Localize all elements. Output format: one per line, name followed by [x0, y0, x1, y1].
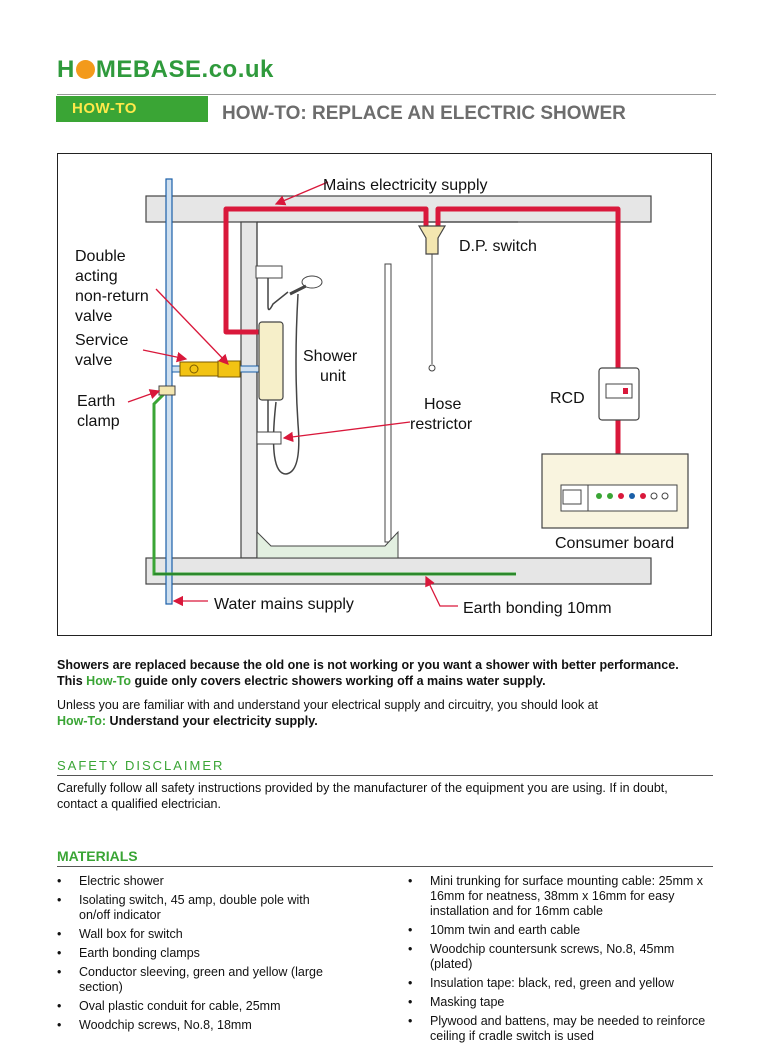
- header-divider: [57, 94, 716, 95]
- intro-line-1: Showers are replaced because the old one…: [57, 658, 679, 672]
- label-double-1: Double: [75, 248, 126, 265]
- label-earth-1: Earth: [77, 393, 115, 410]
- intro-line-2-end: .: [542, 674, 546, 688]
- label-service-2: valve: [75, 352, 112, 369]
- label-hose-2: restrictor: [410, 416, 473, 433]
- label-earth-2: clamp: [77, 413, 120, 430]
- intro-line-2-post: guide only covers electric showers worki…: [131, 674, 543, 688]
- shower-unit: [258, 321, 284, 401]
- label-water-mains: Water mains supply: [214, 596, 354, 613]
- list-item: Plywood and battens, may be needed to re…: [408, 1014, 712, 1044]
- list-item: Insulation tape: black, red, green and y…: [408, 976, 712, 991]
- partition-wall: [240, 221, 258, 559]
- list-item: Earth bonding clamps: [57, 946, 337, 961]
- label-shower-2: unit: [320, 368, 346, 385]
- understand-electricity-text[interactable]: Understand your electricity supply.: [106, 714, 318, 728]
- label-consumer-board: Consumer board: [555, 535, 674, 552]
- howto-link[interactable]: How-To: [86, 674, 132, 688]
- shower-hose: [272, 293, 300, 475]
- shower-tray: [256, 530, 399, 559]
- list-item: Oval plastic conduit for cable, 25mm: [57, 999, 337, 1014]
- intro-line-2-pre: This: [57, 674, 87, 688]
- shower-wiring-diagram: Mains electricity supply D.P. switch Dou…: [57, 153, 712, 636]
- non-return-valve: [217, 360, 241, 378]
- label-dp-switch: D.P. switch: [459, 238, 537, 255]
- floor: [145, 557, 652, 585]
- homebase-logo[interactable]: H MEBASE.co.uk: [57, 56, 274, 84]
- label-mains-supply: Mains electricity supply: [323, 177, 488, 194]
- label-double-2: acting: [75, 268, 118, 285]
- label-shower-1: Shower: [303, 348, 358, 365]
- electricity-note: Unless you are familiar with and underst…: [57, 697, 717, 729]
- label-rcd: RCD: [550, 390, 585, 407]
- list-item: Wall box for switch: [57, 927, 337, 942]
- materials-list-right: Mini trunking for surface mounting cable…: [408, 874, 712, 1048]
- label-service-1: Service: [75, 332, 128, 349]
- diagram-svg: Mains electricity supply D.P. switch Dou…: [75, 177, 689, 617]
- safety-heading: SAFETY DISCLAIMER: [57, 758, 713, 776]
- list-item: Woodchip countersunk screws, No.8, 45mm …: [408, 942, 712, 972]
- materials-heading: MATERIALS: [57, 848, 713, 867]
- list-item: Masking tape: [408, 995, 712, 1010]
- list-item: 10mm twin and earth cable: [408, 923, 712, 938]
- page-title: HOW-TO: REPLACE AN ELECTRIC SHOWER: [222, 103, 626, 124]
- label-double-3: non-return: [75, 288, 149, 305]
- hose-restrictor: [256, 431, 282, 445]
- list-item: Woodchip screws, No.8, 18mm: [57, 1018, 337, 1033]
- list-item: Conductor sleeving, green and yellow (la…: [57, 965, 337, 995]
- label-earth-bonding: Earth bonding 10mm: [463, 600, 612, 617]
- dp-switch: [417, 225, 447, 255]
- shower-screen: [384, 263, 392, 543]
- label-double-4: valve: [75, 308, 112, 325]
- intro-paragraph: Showers are replaced because the old one…: [57, 657, 717, 689]
- howto-tab: HOW-TO: [56, 96, 208, 122]
- logo-text-end: MEBASE.co.uk: [95, 56, 274, 83]
- mains-cable: [223, 206, 621, 372]
- logo-text-start: H: [57, 56, 75, 83]
- list-item: Isolating switch, 45 amp, double pole wi…: [57, 893, 337, 923]
- list-item: Mini trunking for surface mounting cable…: [408, 874, 712, 919]
- earth-clamp: [158, 385, 176, 396]
- list-item: Electric shower: [57, 874, 337, 889]
- safety-text: Carefully follow all safety instructions…: [57, 781, 668, 811]
- understand-electricity-link[interactable]: How-To:: [57, 714, 107, 728]
- materials-list-left: Electric shower Isolating switch, 45 amp…: [57, 874, 337, 1037]
- logo-orange-dot-icon: [75, 60, 95, 79]
- label-hose-1: Hose: [424, 396, 461, 413]
- electricity-note-text: Unless you are familiar with and underst…: [57, 698, 599, 712]
